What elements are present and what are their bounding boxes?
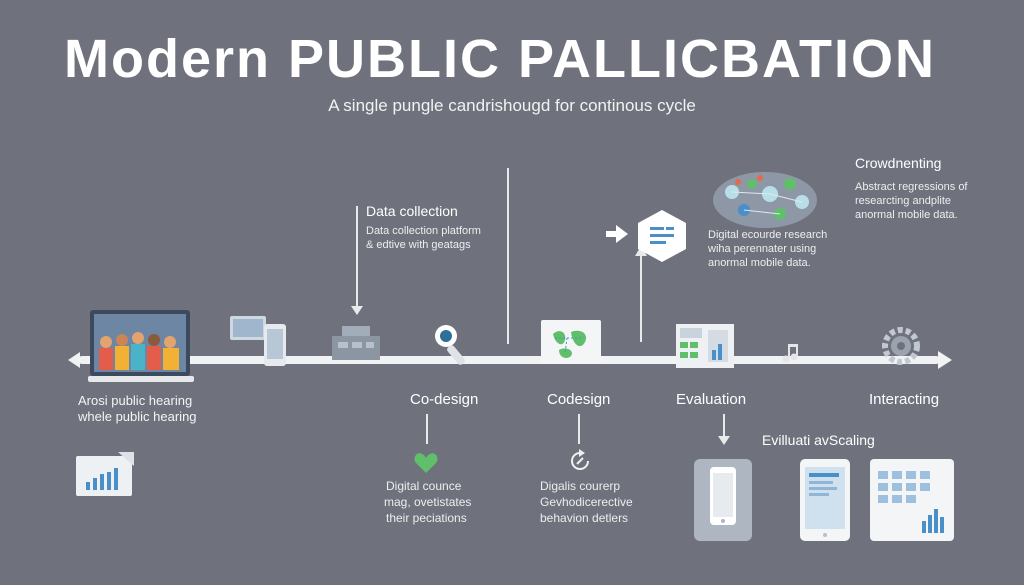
mobile-phone-icon xyxy=(694,459,752,541)
connector-line xyxy=(578,414,580,444)
arrow-up-icon xyxy=(635,246,647,256)
stage-interacting: Interacting xyxy=(869,391,940,408)
arrow-down-icon xyxy=(351,306,363,315)
stage-codesign-2: Codesign xyxy=(547,391,611,408)
music-note-icon xyxy=(782,344,798,363)
gear-icon xyxy=(882,327,920,365)
timeline-bar xyxy=(78,356,940,364)
building-chart-icon xyxy=(676,324,734,368)
page-subtitle: A single pungle candrishougd for contino… xyxy=(328,96,696,115)
connector-line xyxy=(426,414,428,444)
bar-chart-card-icon xyxy=(76,452,134,496)
digalis-line2: Gevhodicerective xyxy=(540,495,633,509)
tablet-icon xyxy=(800,459,850,541)
stage-codesign-1: Co-design xyxy=(410,391,479,408)
page-title: Modern PUBLIC PALLICBATION xyxy=(64,29,936,89)
data-collection-heading: Data collection xyxy=(366,203,458,219)
digalis-line1: Digalis courerp xyxy=(540,479,621,493)
digital-counce-line3: their peciations xyxy=(386,511,467,525)
server-box-icon xyxy=(332,326,380,360)
data-collection-line2: & edtive with geatags xyxy=(366,239,471,251)
connector-line xyxy=(640,252,642,342)
evaluati-scaling-label: Evilluati avScaling xyxy=(762,432,875,448)
crowdnenting-line2: researcting andplite xyxy=(855,195,952,207)
connector-line xyxy=(723,414,725,440)
crowdnenting-line1: Abstract regressions of xyxy=(855,181,968,193)
laptop-public-hearing-icon xyxy=(88,310,194,382)
digital-research-line2: wiha perennater using xyxy=(708,243,817,255)
document-hexagon-icon xyxy=(638,210,686,262)
arrow-down-icon xyxy=(718,436,730,445)
digital-counce-line2: mag, ovetistates xyxy=(384,495,472,509)
connector-line xyxy=(507,168,509,344)
connector-line xyxy=(356,206,358,314)
stage-evaluation: Evaluation xyxy=(676,391,747,408)
timeline-arrow-left xyxy=(68,352,80,368)
refresh-icon xyxy=(571,449,589,470)
heart-icon xyxy=(414,453,438,473)
digital-research-line1: Digital ecourde research xyxy=(708,229,828,241)
devices-icon xyxy=(230,316,286,366)
dashboard-screen-icon xyxy=(870,459,954,541)
network-cluster-icon xyxy=(713,172,817,228)
arrow-right-icon xyxy=(606,225,628,243)
digital-research-line3: anormal mobile data. xyxy=(708,257,811,269)
timeline-arrow-right xyxy=(938,351,952,369)
crowdnenting-heading: Crowdnenting xyxy=(855,155,942,171)
public-hearing-line2: whele public hearing xyxy=(78,409,197,424)
public-hearing-line1: Arosi public hearing xyxy=(78,393,193,408)
map-icon xyxy=(541,320,601,364)
data-collection-line1: Data collection platform xyxy=(366,225,481,237)
search-icon xyxy=(435,325,465,365)
digalis-line3: behavion detlers xyxy=(540,511,629,525)
digital-counce-line1: Digital counce xyxy=(386,479,462,493)
crowdnenting-line3: anormal mobile data. xyxy=(855,209,958,221)
